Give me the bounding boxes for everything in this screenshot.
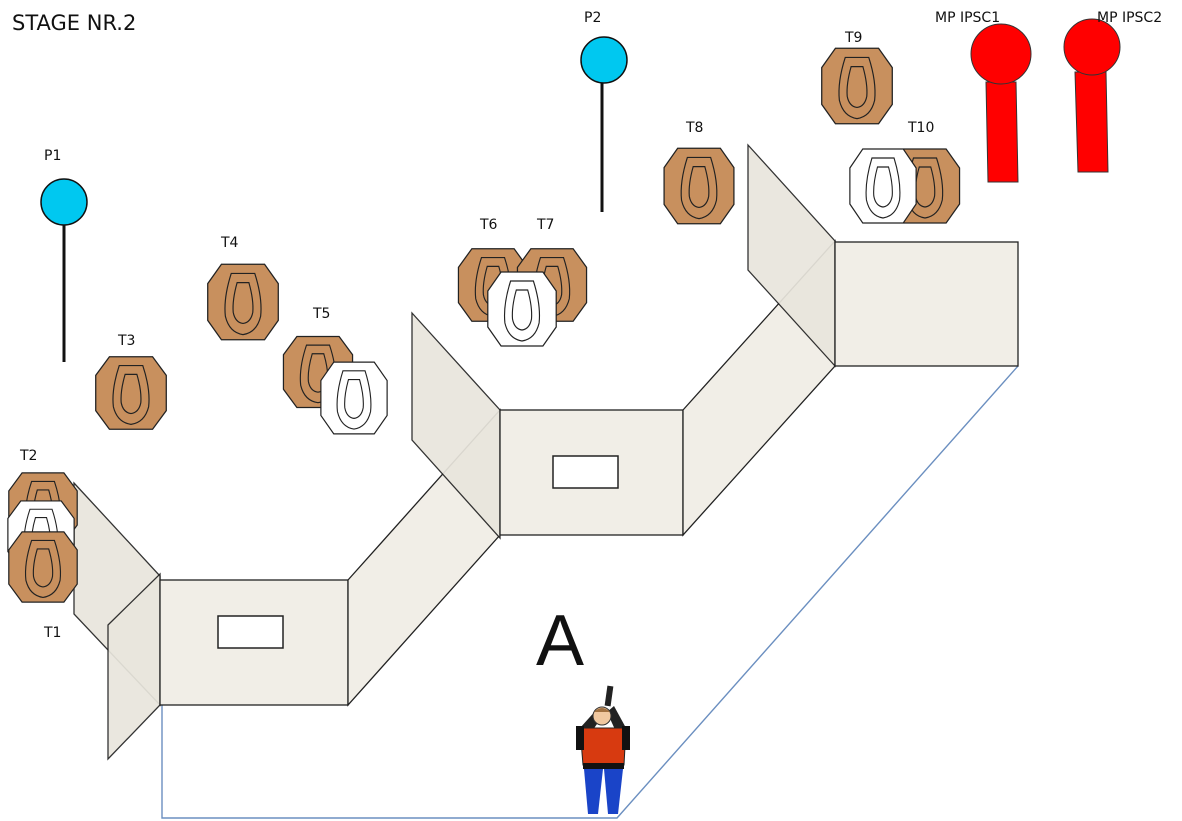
- target-t8: [663, 147, 735, 225]
- target-label-t9: T9: [844, 30, 862, 46]
- mini-popper-mp2: MP IPSC2: [1063, 10, 1162, 173]
- no-shoot-t6-t7: [487, 271, 557, 347]
- mini-popper-label-mp1: MP IPSC1: [935, 10, 1000, 26]
- mini-popper-label-mp2: MP IPSC2: [1097, 10, 1162, 26]
- no-shoot-t10: [849, 148, 917, 224]
- target-label-t8: T8: [685, 120, 703, 136]
- wall-center-angled: [411, 311, 501, 540]
- target-label-t5: T5: [312, 306, 330, 322]
- target-t9: [821, 47, 893, 125]
- popper-label-p1: P1: [44, 148, 61, 164]
- target-t1: [8, 531, 78, 603]
- stage-title: STAGE NR.2: [12, 11, 136, 35]
- popper-p1: P1: [40, 148, 88, 362]
- shooting-area-boundary: [161, 365, 1019, 819]
- wall-right: [834, 241, 1019, 367]
- target-label-t7: T7: [536, 217, 554, 233]
- popper-p2: P2: [580, 10, 628, 212]
- target-t4: [207, 263, 279, 341]
- target-label-t10: T10: [907, 120, 934, 136]
- target-label-t2: T2: [19, 448, 37, 464]
- window-left: [217, 615, 284, 649]
- target-label-t1: T1: [43, 625, 61, 641]
- popper-label-p2: P2: [584, 10, 601, 26]
- target-label-t4: T4: [220, 235, 239, 251]
- target-label-t3: T3: [117, 333, 135, 349]
- no-shoot-t5: [320, 361, 388, 435]
- mini-popper-mp1: MP IPSC1: [935, 10, 1032, 183]
- window-center: [552, 455, 619, 489]
- target-label-t6: T6: [479, 217, 498, 233]
- shooter-figure: [576, 685, 630, 814]
- position-label: A: [536, 601, 584, 681]
- target-t3: [95, 356, 167, 430]
